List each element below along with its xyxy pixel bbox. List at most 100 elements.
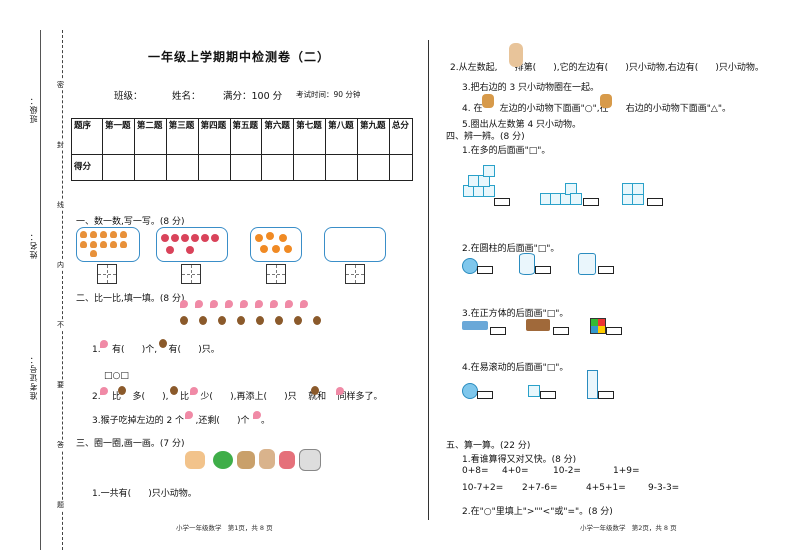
peach-icon (253, 411, 261, 419)
q3-4: 4. 在 左边的小动物下面画"○",在 右边的小动物下面画"△"。 (462, 104, 731, 114)
mushroom-icon (100, 231, 107, 238)
monkey-icon (294, 316, 302, 325)
class-label: 班级： (29, 96, 38, 123)
answer-box[interactable] (598, 266, 614, 274)
score-input[interactable] (261, 154, 295, 181)
rabbit-icon (259, 449, 275, 469)
score-input[interactable] (165, 154, 199, 181)
score-input[interactable] (293, 154, 327, 181)
cube-icon (570, 193, 582, 205)
score-input[interactable] (133, 154, 167, 181)
mushroom-icon (80, 241, 87, 248)
score-cell: 第七题 (293, 118, 327, 155)
fruit-icon (279, 234, 287, 242)
flower-icon (186, 246, 194, 254)
answer-box[interactable] (647, 198, 663, 206)
shapes-row: □○□ (104, 371, 129, 381)
q4-1: 1.在多的后面画"□"。 (462, 146, 551, 156)
peach-icon (285, 300, 293, 308)
info-full-score: 满分：100 分 (223, 91, 283, 102)
score-input[interactable] (388, 154, 414, 181)
flower-box (156, 227, 228, 262)
q5-1: 1.看谁算得又对又快。(8 分) (462, 455, 577, 465)
mushroom-icon (90, 250, 97, 257)
seal-char-3: 线 (57, 200, 64, 210)
exam-title: 一年级上学期期中检测卷（二） (148, 50, 331, 64)
peach-icon (210, 300, 218, 308)
dog-icon (482, 94, 494, 108)
write-grid-2[interactable] (181, 264, 201, 284)
answer-box[interactable] (540, 391, 556, 399)
score-input[interactable] (197, 154, 231, 181)
peach-icon (100, 387, 108, 395)
q5-2: 2.在"○"里填上">""<"或"="。(8 分) (462, 507, 613, 517)
answer-box[interactable] (553, 327, 569, 335)
monkey-icon (199, 316, 207, 325)
mushroom-icon (120, 231, 127, 238)
answer-box[interactable] (598, 391, 614, 399)
peach-icon (336, 387, 344, 395)
q4-3: 3.在正方体的后面画"□"。 (462, 309, 569, 319)
mushroom-icon (110, 241, 117, 248)
goat-icon (299, 449, 321, 471)
peach-icon (270, 300, 278, 308)
answer-box[interactable] (477, 266, 493, 274)
info-time: 考试时间：90 分钟 (296, 90, 361, 99)
monkey-icon (159, 339, 167, 348)
flower-icon (161, 234, 169, 242)
peach-icon (185, 411, 193, 419)
write-grid-3[interactable] (266, 264, 286, 284)
answer-box[interactable] (477, 391, 493, 399)
q4-2: 2.在圆柱的后面画"□"。 (462, 244, 560, 254)
section-3-heading: 三、圈一圈,画一画。(7 分) (76, 439, 185, 449)
seal-char-6: 要 (57, 380, 64, 390)
rabbit-icon (509, 43, 523, 67)
footer-page-2: 小学一年级数学 第2页，共 8 页 (580, 524, 677, 532)
fruit-icon (255, 234, 263, 242)
score-cell: 第九题 (357, 118, 390, 155)
monkey-icon (256, 316, 264, 325)
score-input[interactable] (357, 154, 390, 181)
q2-1: 1. 有( )个, 有( )只。 (92, 345, 220, 355)
info-class: 班级： (114, 91, 143, 102)
mushroom-box (76, 227, 140, 262)
peach-icon (240, 300, 248, 308)
seal-char-7: 答 (57, 440, 64, 450)
fruit-icon (260, 245, 268, 253)
seal-char-2: 封 (57, 140, 64, 150)
answer-box[interactable] (490, 327, 506, 335)
box-icon (526, 319, 550, 331)
score-input[interactable] (325, 154, 358, 181)
score-cell: 题序 (71, 118, 103, 155)
monkey-icon (237, 316, 245, 325)
name-label: 姓名： (29, 232, 38, 259)
calc-item: 0+8= (462, 466, 489, 476)
score-input[interactable] (229, 154, 263, 181)
section-1-heading: 一、数一数,写一写。(8 分) (76, 217, 185, 227)
section-5-heading: 五、算一算。(22 分) (446, 441, 531, 451)
answer-box[interactable] (494, 198, 510, 206)
answer-box[interactable] (583, 198, 599, 206)
write-grid-4[interactable] (345, 264, 365, 284)
peach-icon (225, 300, 233, 308)
score-input[interactable] (102, 154, 135, 181)
score-cell: 第五题 (229, 118, 263, 155)
score-cell: 第一题 (102, 118, 135, 155)
score-cell: 第三题 (165, 118, 199, 155)
answer-box[interactable] (535, 266, 551, 274)
seal-char-8: 题 (57, 500, 64, 510)
calc-item: 9-3-3= (648, 483, 680, 493)
q4-4: 4.在易滚动的后面画"□"。 (462, 363, 569, 373)
answer-box[interactable] (606, 327, 622, 335)
mushroom-icon (90, 241, 97, 248)
footer-page-1: 小学一年级数学 第1页，共 8 页 (176, 524, 273, 532)
calc-item: 10-2= (553, 466, 581, 476)
dog-icon (600, 94, 612, 108)
score-cell: 第六题 (261, 118, 295, 155)
monkey-icon (218, 316, 226, 325)
write-grid-1[interactable] (97, 264, 117, 284)
flower-icon (171, 234, 179, 242)
fruit-icon (266, 232, 274, 240)
mushroom-icon (90, 231, 97, 238)
cuboid-icon (587, 370, 598, 399)
